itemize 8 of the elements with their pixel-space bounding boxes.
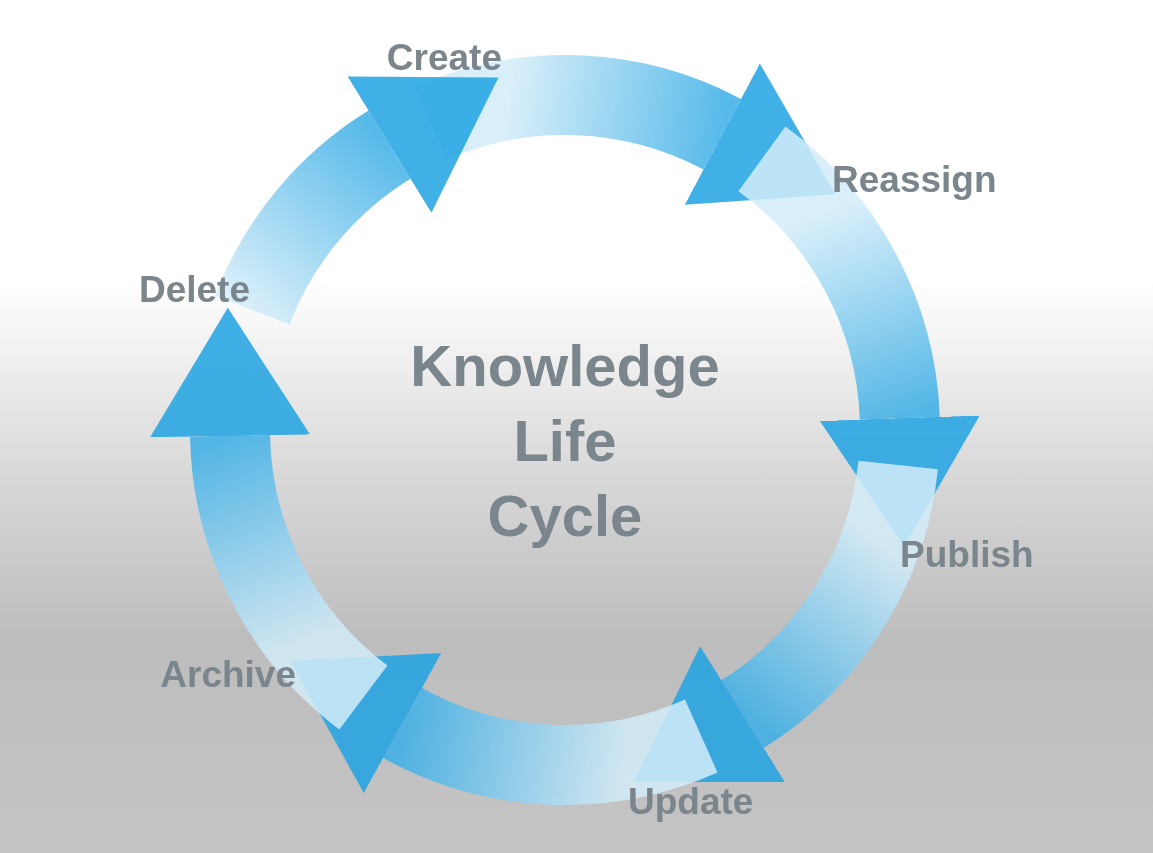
stage-label: Delete [138, 270, 250, 311]
stage-label: Update [628, 782, 754, 823]
stage-label: Reassign [832, 160, 997, 201]
stage-label: Create [386, 38, 502, 79]
stage-label: Archive [160, 655, 296, 696]
stage-label: Publish [900, 535, 1034, 576]
center-title: Knowledge Life Cycle [410, 327, 720, 553]
cycle-arrow [150, 307, 390, 728]
